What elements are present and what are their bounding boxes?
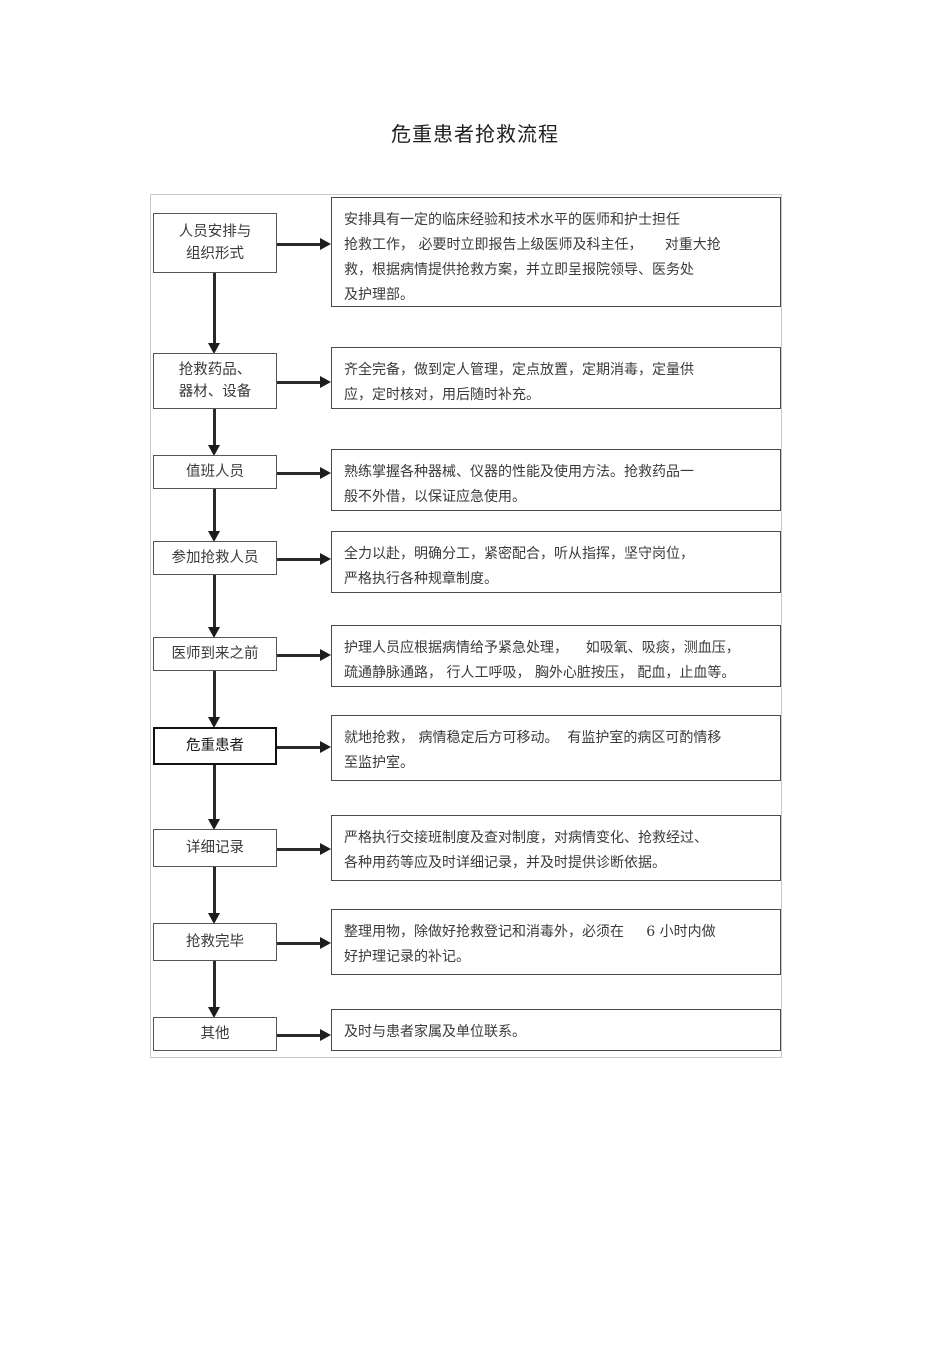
arrow-shaft [277,558,321,561]
detail-box-rescue-participants[interactable]: 全力以赴，明确分工，紧密配合，听从指挥，坚守岗位， 严格执行各种规章制度。 [331,531,781,593]
stage-label-line1: 人员安排与 [178,223,252,240]
arrow-head [320,467,331,480]
detail-line: 应，定时核对，用后随时补充。 [344,386,540,403]
detail-box-rescue-complete[interactable]: 整理用物，除做好抢救登记和消毒外，必须在 6 小时内做好护理记录的补记。 [331,909,781,975]
detail-line: 至监护室。 [344,754,414,771]
arrow-head [320,843,331,856]
arrow-shaft [277,243,321,246]
detail-line: 熟练掌握各种器械、仪器的性能及使用方法。抢救药品一 [344,464,694,480]
arrow-shaft [277,746,321,749]
detail-box-critical-patient[interactable]: 就地抢救， 病情稳定后方可移动。 有监护室的病区可酌情移至监护室。 [331,715,781,781]
detail-line: 安排具有一定的临床经验和技术水平的医师和护士担任 [344,212,680,228]
arrow-shaft [277,472,321,475]
arrow-head [208,343,221,354]
arrow-shaft [213,489,216,532]
detail-box-staffing[interactable]: 安排具有一定的临床经验和技术水平的医师和护士担任抢救工作， 必要时立即报告上级医… [331,197,781,307]
arrow-shaft [277,1034,321,1037]
arrow-head [320,1029,331,1042]
stage-box-critical-patient[interactable]: 危重患者 [153,727,277,765]
arrow-head [208,1007,221,1018]
detail-line: 严格执行交接班制度及查对制度，对病情变化、抢救经过、 [344,830,708,846]
arrow-shaft [213,867,216,914]
detail-line: 及时与患者家属及单位联系。 [344,1024,526,1040]
arrow-head [320,553,331,566]
arrow-head [208,717,221,728]
arrow-shaft [277,654,321,657]
detail-line: 严格执行各种规章制度。 [344,570,498,587]
stage-label-line1: 值班人员 [186,463,244,480]
detail-line: 抢救工作， 必要时立即报告上级医师及科主任， 对重大抢 [344,236,721,253]
flowchart-frame: 人员安排与组织形式安排具有一定的临床经验和技术水平的医师和护士担任抢救工作， 必… [150,194,782,1058]
detail-line: 各种用药等应及时详细记录，并及时提供诊断依据。 [344,854,666,871]
arrow-shaft [277,848,321,851]
detail-line: 齐全完备，做到定人管理，定点放置，定期消毒，定量供 [344,362,694,378]
page-title: 危重患者抢救流程 [391,122,559,146]
stage-label-line1: 抢救药品、 [178,361,252,378]
stage-label-line1: 其他 [200,1025,230,1042]
arrow-shaft [213,961,216,1008]
stage-label-line1: 参加抢救人员 [171,549,259,566]
arrow-shaft [213,575,216,628]
detail-box-before-doctor-arrives[interactable]: 护理人员应根据病情给予紧急处理， 如吸氧、吸痰，测血压， 疏通静脉通路， 行人工呼… [331,625,781,687]
detail-line: 好护理记录的补记。 [344,948,470,965]
arrow-shaft [213,273,216,344]
stage-label-line1: 抢救完毕 [186,933,244,950]
detail-box-supplies[interactable]: 齐全完备，做到定人管理，定点放置，定期消毒，定量供应，定时核对，用后随时补充。 [331,347,781,409]
arrow-head [208,531,221,542]
arrow-shaft [213,409,216,446]
detail-line: 全力以赴，明确分工，紧密配合，听从指挥，坚守岗位， [344,546,694,562]
stage-box-other[interactable]: 其他 [153,1017,277,1051]
arrow-head [320,937,331,950]
arrow-head [320,376,331,389]
stage-box-duty-staff[interactable]: 值班人员 [153,455,277,489]
stage-box-rescue-participants[interactable]: 参加抢救人员 [153,541,277,575]
arrow-head [208,819,221,830]
arrow-head [208,445,221,456]
arrow-head [320,741,331,754]
detail-line: 就地抢救， 病情稳定后方可移动。 有监护室的病区可酌情移 [344,730,722,746]
arrow-shaft [277,381,321,384]
detail-line: 疏通静脉通路， 行人工呼吸， 胸外心脏按压， 配血，止血等。 [344,664,736,681]
stage-label-line2: 器材、设备 [178,384,252,400]
arrow-head [208,913,221,924]
stage-box-detailed-record[interactable]: 详细记录 [153,829,277,867]
detail-line: 及护理部。 [344,286,414,303]
arrow-shaft [213,671,216,718]
stage-label-line1: 医师到来之前 [171,645,259,662]
arrow-head [320,649,331,662]
detail-line: 护理人员应根据病情给予紧急处理， 如吸氧、吸痰，测血压， [344,640,740,656]
stage-label-line1: 详细记录 [186,839,244,856]
detail-box-duty-staff[interactable]: 熟练掌握各种器械、仪器的性能及使用方法。抢救药品一般不外借，以保证应急使用。 [331,449,781,511]
stage-box-before-doctor-arrives[interactable]: 医师到来之前 [153,637,277,671]
stage-box-supplies[interactable]: 抢救药品、器材、设备 [153,353,277,409]
detail-box-detailed-record[interactable]: 严格执行交接班制度及查对制度，对病情变化、抢救经过、各种用药等应及时详细记录，并… [331,815,781,881]
arrow-head [320,238,331,251]
stage-box-rescue-complete[interactable]: 抢救完毕 [153,923,277,961]
detail-line: 般不外借，以保证应急使用。 [344,488,526,505]
arrow-shaft [277,942,321,945]
stage-label-line1: 危重患者 [186,737,244,754]
detail-line: 救，根据病情提供抢救方案，并立即呈报院领导、医务处 [344,261,694,278]
stage-box-staffing[interactable]: 人员安排与组织形式 [153,213,277,273]
detail-box-other[interactable]: 及时与患者家属及单位联系。 [331,1009,781,1051]
detail-line: 整理用物，除做好抢救登记和消毒外，必须在 6 小时内做 [344,924,716,940]
stage-label-line2: 组织形式 [186,246,244,262]
arrow-shaft [213,765,216,820]
arrow-head [208,627,221,638]
